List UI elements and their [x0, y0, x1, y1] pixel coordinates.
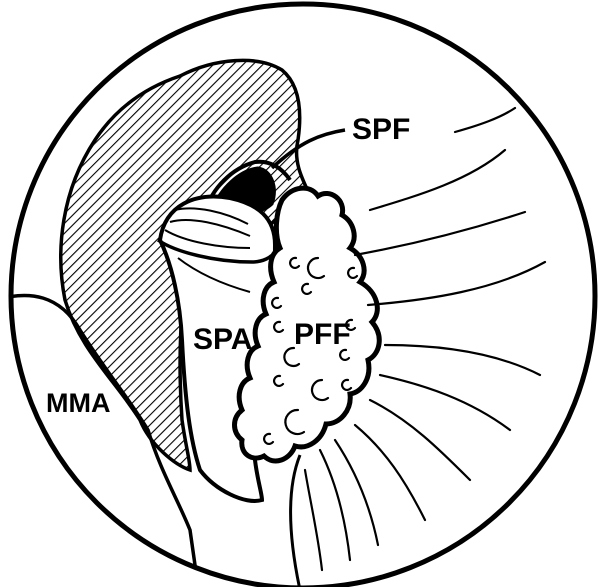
- label-mma: MMA: [46, 388, 110, 418]
- label-spa: SPA: [193, 323, 252, 356]
- label-pff: PFF: [294, 318, 351, 351]
- label-spf: SPF: [352, 113, 410, 146]
- lateral-wall-line: [291, 455, 300, 587]
